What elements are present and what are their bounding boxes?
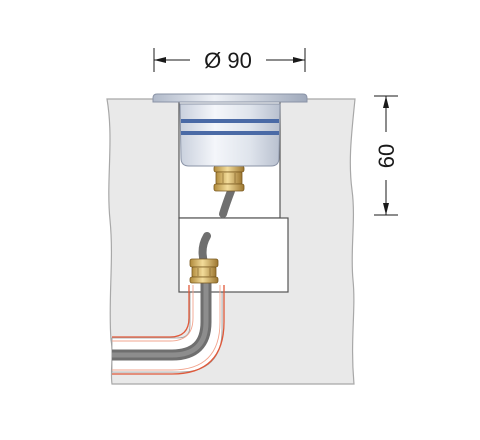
height-dimension: 60 <box>374 95 399 216</box>
gland-lower <box>189 258 219 284</box>
diameter-dimension: Ø 90 <box>153 48 306 73</box>
luminaire-band-lower <box>181 131 279 135</box>
cable-middle <box>198 232 211 266</box>
height-label: 60 <box>374 144 399 168</box>
cable-upper <box>219 187 235 218</box>
gland-upper <box>213 165 245 192</box>
luminaire-flange <box>152 93 308 103</box>
diameter-label: Ø 90 <box>204 48 252 73</box>
luminaire <box>152 93 308 167</box>
luminaire-band-upper <box>181 119 279 123</box>
conduit-pipe <box>112 285 225 375</box>
